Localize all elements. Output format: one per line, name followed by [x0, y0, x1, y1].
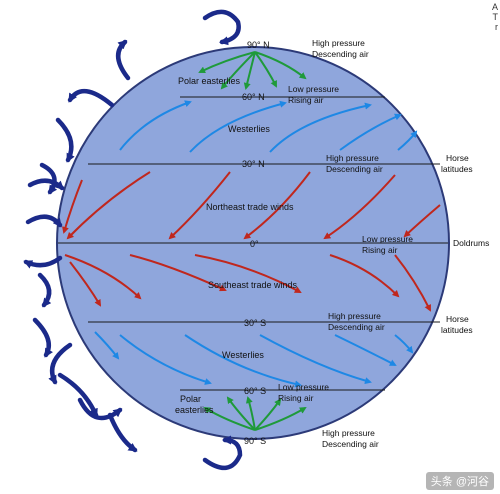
westerly-arrow: [269, 102, 372, 153]
pressure-60s-1: Low pressure: [278, 382, 329, 392]
wind-labels: Polar easterlies Westerlies Northeast tr…: [175, 76, 298, 415]
label-westerlies-north: Westerlies: [228, 124, 270, 134]
cell-arrow: [23, 255, 63, 269]
cell-arrow: [37, 272, 52, 308]
lat-label-30n: 30° N: [242, 159, 265, 169]
trade-arrow: [168, 171, 231, 240]
westerly-arrow: [259, 334, 372, 385]
watermark: 头条 @河谷: [425, 472, 494, 490]
polar-arrow: [254, 406, 307, 431]
corner-line: r: [495, 22, 498, 32]
westerly-arrow: [394, 334, 414, 354]
lat-label-60s: 60° S: [244, 386, 266, 396]
westerly-arrow: [119, 100, 192, 151]
polar-arrow: [226, 396, 256, 431]
label-ne-trades: Northeast trade winds: [206, 202, 294, 212]
pressure-30n-1: High pressure: [326, 153, 379, 163]
cell-arrow: [48, 342, 73, 385]
trade-arrow: [129, 254, 227, 292]
trade-arrow: [329, 254, 400, 298]
cell-arrow: [107, 412, 138, 453]
zone-horse-south-2: latitudes: [441, 325, 473, 335]
westerly-arrow: [94, 331, 120, 360]
trade-arrow: [62, 179, 83, 234]
trade-arrow: [66, 171, 151, 240]
pressure-90s-2: Descending air: [322, 439, 379, 449]
lat-label-90n: 90° N: [247, 40, 270, 50]
zone-horse-south-1: Horse: [446, 314, 469, 324]
cell-arrow: [116, 39, 131, 81]
se-trade-arrows: [64, 254, 431, 312]
latitude-labels: 90° N 60° N 30° N 0° 30° S 60° S 90° S: [242, 40, 270, 446]
westerly-arrow: [189, 100, 287, 153]
zone-horse-north-1: Horse: [446, 153, 469, 163]
trade-arrow: [403, 204, 441, 238]
polar-arrow: [198, 51, 256, 73]
lat-label-90s: 90° S: [244, 436, 266, 446]
zone-labels: Horse latitudes Doldrums Horse latitudes: [441, 153, 489, 335]
cell-arrow: [67, 89, 115, 108]
westerly-arrow: [339, 113, 402, 151]
lat-label-equator: 0°: [250, 239, 259, 249]
label-polar-easterlies-north: Polar easterlies: [178, 76, 241, 86]
trade-arrow: [243, 171, 311, 240]
polar-arrow: [254, 398, 282, 431]
cell-arrow: [25, 214, 63, 228]
circulation-cell-arrows: [23, 9, 243, 470]
lat-label-30s: 30° S: [244, 318, 266, 328]
label-polar-south-2: easterlies: [175, 405, 214, 415]
cell-arrow-south-pole: [202, 435, 243, 470]
trade-arrow: [394, 254, 431, 312]
cell-arrow: [55, 117, 75, 163]
corner-line: A: [491, 2, 498, 12]
pressure-30n-2: Descending air: [326, 164, 383, 174]
cell-arrow: [32, 317, 53, 358]
westerlies-south-arrows: [94, 331, 414, 388]
pressure-60s-2: Rising air: [278, 393, 314, 403]
cell-arrow: [39, 162, 58, 195]
polar-south-arrows: [203, 396, 307, 431]
label-westerlies-south: Westerlies: [222, 350, 264, 360]
polar-north-arrows: [198, 51, 307, 90]
polar-arrow: [254, 51, 307, 80]
lat-label-60n: 60° N: [242, 92, 265, 102]
trade-arrow: [64, 254, 142, 300]
label-polar-south-1: Polar: [180, 394, 201, 404]
cell-arrow: [57, 372, 99, 418]
westerlies-north-arrows: [119, 100, 418, 153]
polar-arrow: [243, 51, 256, 90]
westerly-arrow: [119, 334, 212, 385]
cell-arrow: [27, 178, 65, 191]
latitude-lines: [58, 96, 448, 391]
westerly-arrow: [184, 334, 302, 388]
cell-arrow: [77, 397, 123, 421]
westerly-arrow: [334, 334, 397, 366]
pressure-60n-2: Rising air: [288, 95, 324, 105]
polar-arrow: [246, 396, 256, 431]
pressure-eq-2: Rising air: [362, 245, 398, 255]
pressure-90s-1: High pressure: [322, 428, 375, 438]
trade-arrow: [323, 174, 396, 240]
polar-arrow: [203, 406, 256, 431]
westerly-arrow: [397, 130, 418, 151]
pressure-60n-1: Low pressure: [288, 84, 339, 94]
pressure-eq-1: Low pressure: [362, 234, 413, 244]
polar-arrow: [220, 51, 256, 90]
zone-doldrums: Doldrums: [453, 238, 489, 248]
corner-line: T: [492, 12, 499, 22]
polar-arrow: [254, 51, 277, 88]
zone-horse-north-2: latitudes: [441, 164, 473, 174]
trade-arrow: [194, 254, 302, 293]
trade-arrow: [69, 261, 102, 307]
pressure-90n-2: Descending air: [312, 49, 369, 59]
pressure-30s-2: Descending air: [328, 322, 385, 332]
cell-arrow-north-pole: [202, 9, 241, 46]
pressure-90n-1: High pressure: [312, 38, 365, 48]
label-se-trades: Southeast trade winds: [208, 280, 298, 290]
ne-trade-arrows: [62, 171, 441, 240]
pressure-30s-1: High pressure: [328, 311, 381, 321]
pressure-labels: High pressure Descending air Low pressur…: [278, 38, 413, 449]
